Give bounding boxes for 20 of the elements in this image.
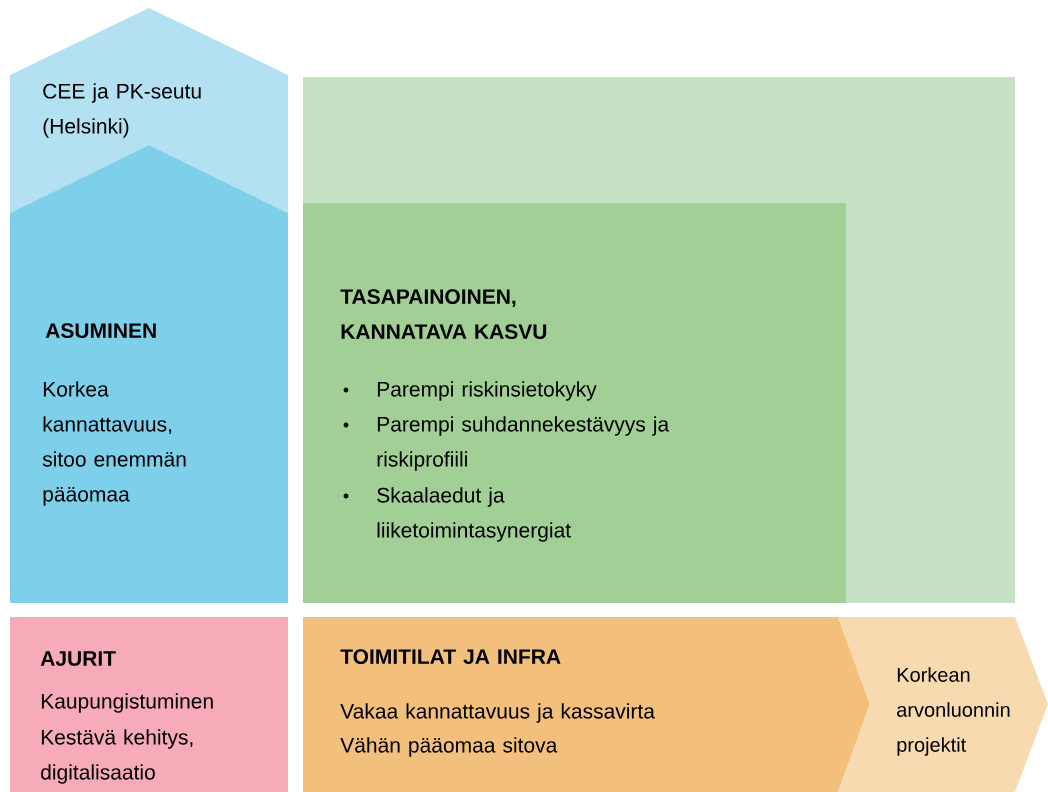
chevron-panel bbox=[838, 617, 1048, 792]
body-text: Vakaa kannattavuus ja kassavirta bbox=[340, 703, 655, 723]
list-item-text: Parempi suhdannekestävyys ja riskiprofiili bbox=[377, 416, 670, 471]
body-text: Kaupungistuminen bbox=[41, 693, 213, 713]
list-item-text: Parempi riskinsietokyky bbox=[377, 381, 597, 401]
body-text: Vähän pääomaa sitova bbox=[340, 737, 558, 757]
body-text: Kestävä kehitys, digitalisaatio bbox=[41, 729, 193, 784]
body-text: CEE ja PK-seutu (Helsinki) bbox=[43, 83, 201, 138]
body-text: Korkean arvonluonnin projektit bbox=[897, 667, 1010, 756]
up-arrow-panel bbox=[10, 8, 288, 213]
heading-text: ASUMINEN bbox=[45, 323, 156, 339]
list-item-text: Skaalaedut ja liiketoimintasynergiat bbox=[377, 487, 571, 542]
panel bbox=[303, 203, 846, 603]
panel bbox=[10, 617, 288, 792]
chevron-panel bbox=[303, 617, 870, 792]
heading-text: TASAPAINOINEN, KANNATAVA KASVU bbox=[340, 289, 547, 340]
up-arrow-panel bbox=[10, 145, 288, 603]
heading-text: AJURIT bbox=[40, 651, 116, 666]
body-text: Korkea kannattavuus, sitoo enemmän pääomaa bbox=[42, 381, 186, 506]
heading-text: TOIMITILAT JA INFRA bbox=[340, 649, 561, 665]
